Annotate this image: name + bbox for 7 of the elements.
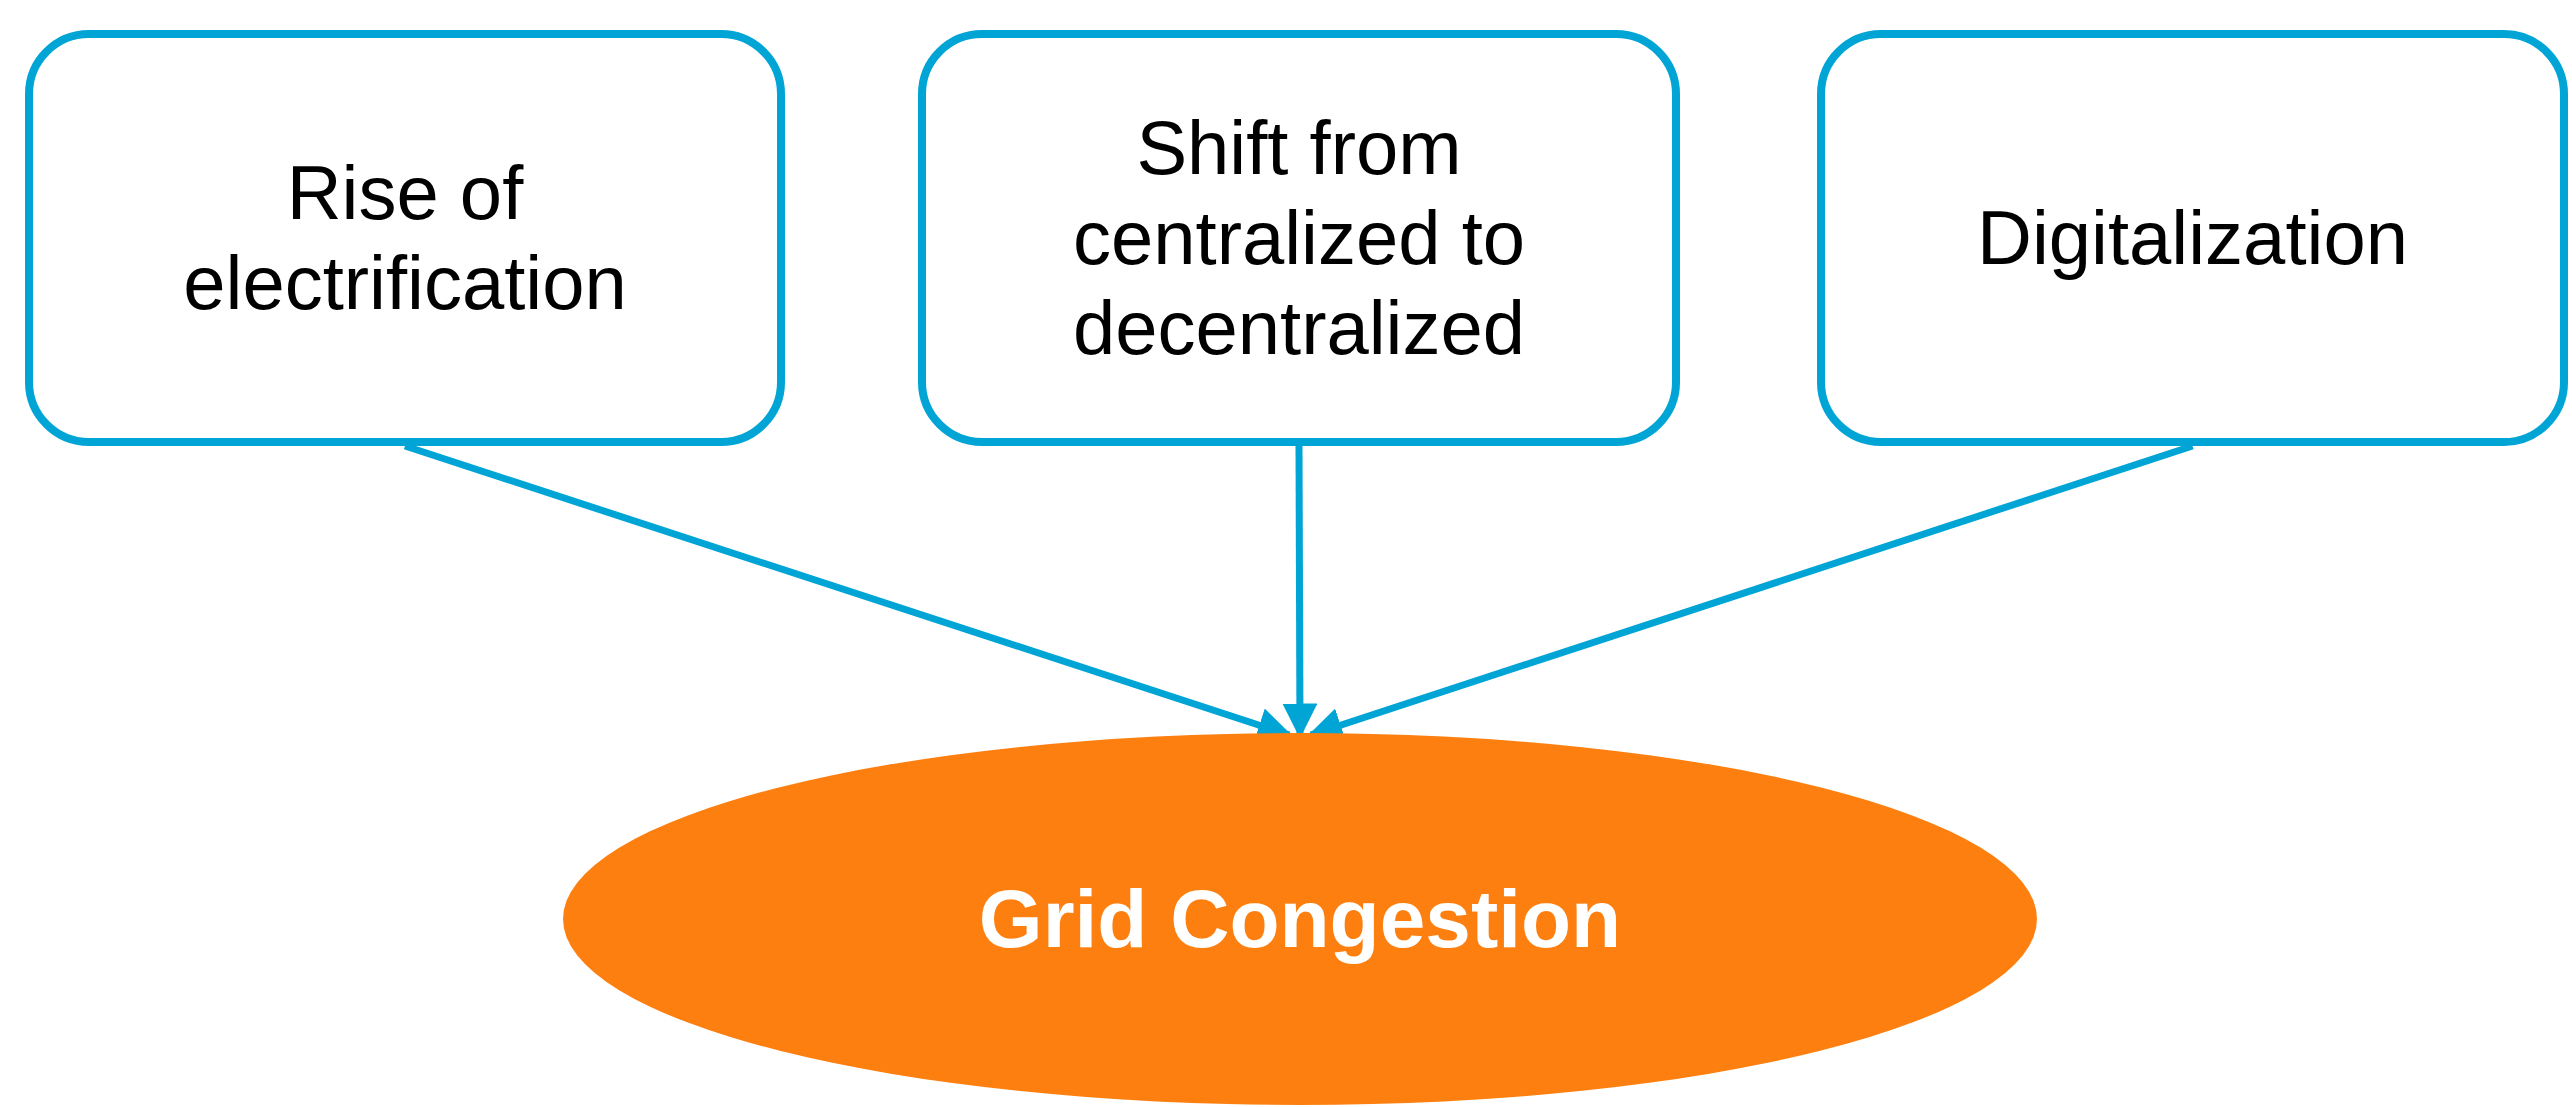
- process-box: [25, 30, 785, 446]
- process-box: [918, 30, 1680, 446]
- node-label: Rise of electrification: [182, 149, 628, 327]
- node-title: Grid Congestion: [978, 872, 1622, 966]
- process-box: [1817, 30, 2568, 446]
- node-label: Digitalization: [1977, 194, 2408, 283]
- node-label: Shift from centralized to decentralized: [1071, 104, 1527, 372]
